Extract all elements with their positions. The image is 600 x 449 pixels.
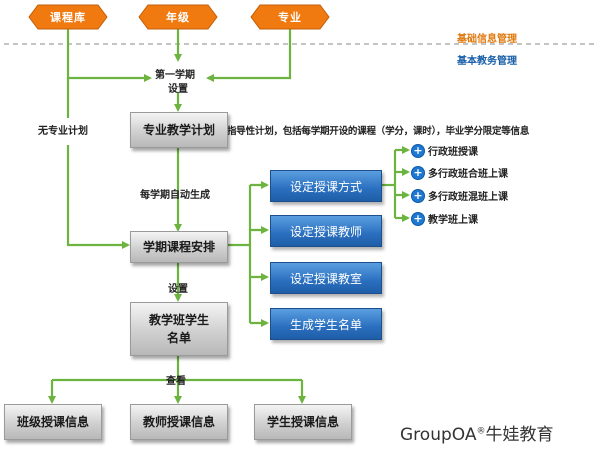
button-set-classroom[interactable]: 设定授课教室	[270, 262, 382, 294]
label-plan-description: 指导性计划，包括每学期开设的课程（学分，课时），毕业学分限定等信息	[227, 126, 530, 137]
brand-name: GroupOA	[400, 425, 477, 445]
mode-admin-class-label: 行政班授课	[428, 147, 478, 158]
box-class-student-list-line1: 教学班学生	[148, 313, 209, 327]
plus-circle-icon: +	[412, 211, 424, 225]
mode-mixed-classes-label: 多行政班混班上课	[428, 192, 508, 203]
edge-courselib-firstterm	[66, 28, 152, 82]
brand-reg: ®	[476, 426, 486, 437]
zone-label-basic-info: 基础信息管理	[457, 34, 517, 45]
label-settings-2: 设置	[168, 284, 188, 295]
plus-circle-icon: +	[412, 188, 424, 202]
label-first-term: 第一学期	[155, 70, 195, 81]
label-settings-1: 设置	[168, 84, 188, 95]
zone-label-academic: 基本教务管理	[457, 56, 517, 67]
box-teacher-schedule-info[interactable]: 教师授课信息	[130, 404, 228, 440]
mode-teaching-class[interactable]: + 教学班上课	[412, 211, 478, 226]
node-grade[interactable]: 年级	[138, 4, 218, 30]
mode-combined-classes-label: 多行政班合班上课	[428, 169, 508, 180]
node-major-label: 专业	[278, 11, 302, 24]
node-course-library-label: 课程库	[50, 11, 86, 24]
plus-circle-icon: +	[412, 165, 424, 179]
mode-combined-classes[interactable]: + 多行政班合班上课	[412, 165, 508, 180]
box-class-student-list[interactable]: 教学班学生 名单	[130, 302, 228, 356]
brand-suffix: 牛娃教育	[485, 425, 554, 445]
label-auto-generate: 每学期自动生成	[140, 190, 210, 201]
box-term-course-schedule[interactable]: 学期课程安排	[130, 231, 228, 263]
node-major[interactable]: 专业	[250, 4, 330, 30]
node-course-library[interactable]: 课程库	[28, 4, 108, 30]
edge-nomajor-term	[66, 145, 130, 249]
box-class-student-list-line2: 名单	[166, 331, 191, 345]
node-grade-label: 年级	[166, 11, 190, 24]
edge-major-firstterm	[206, 28, 292, 82]
label-no-major-plan: 无专业计划	[38, 126, 88, 137]
box-class-schedule-info[interactable]: 班级授课信息	[4, 404, 102, 440]
box-student-schedule-info[interactable]: 学生授课信息	[254, 404, 352, 440]
mode-teaching-class-label: 教学班上课	[428, 215, 478, 226]
mode-admin-class[interactable]: + 行政班授课	[412, 143, 478, 158]
button-set-teaching-mode[interactable]: 设定授课方式	[270, 170, 382, 202]
button-set-teacher[interactable]: 设定授课教师	[270, 215, 382, 247]
label-view: 查看	[166, 376, 186, 387]
button-generate-student-list[interactable]: 生成学生名单	[270, 308, 382, 340]
box-major-teaching-plan[interactable]: 专业教学计划	[130, 112, 228, 148]
brand-logo: GroupOA®牛娃教育	[400, 420, 553, 445]
plus-circle-icon: +	[412, 143, 424, 157]
mode-mixed-classes[interactable]: + 多行政班混班上课	[412, 188, 508, 203]
